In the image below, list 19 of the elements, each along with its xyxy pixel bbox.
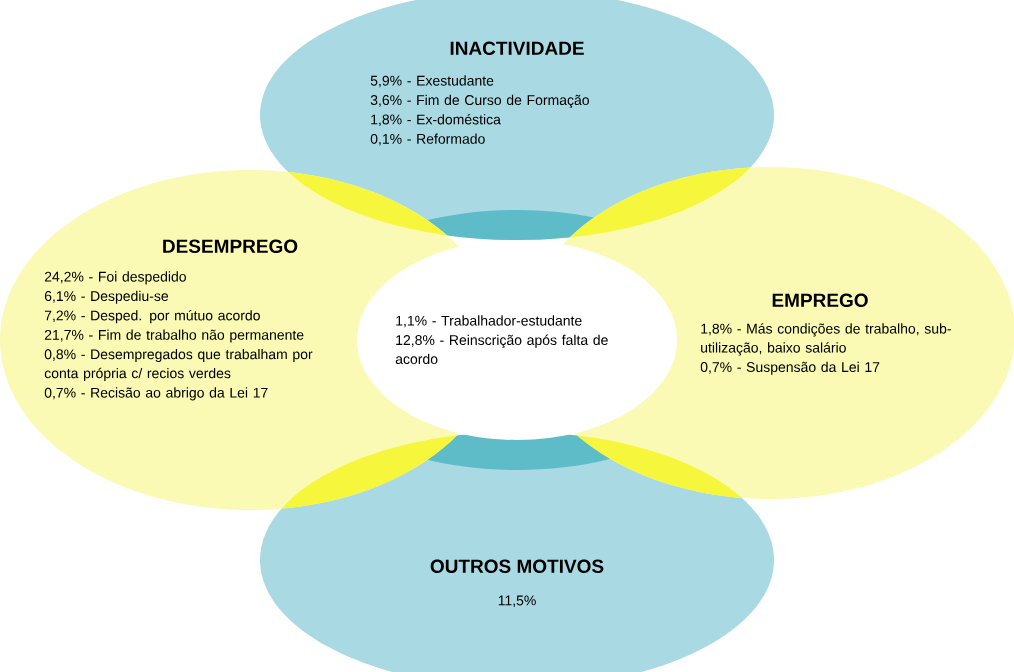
list-item: 6,1% - Despediu-se <box>44 290 169 304</box>
ellipse-heading: EMPREGO <box>772 293 868 307</box>
ellipse-heading: DESEMPREGO <box>163 239 298 253</box>
list-item: 0,1% - Reformado <box>370 133 485 146</box>
list-item: 12,8% - Reinscrição após falta de acordo <box>395 334 608 365</box>
list-item: 7,2% - Desped. por mútuo acordo <box>44 310 260 324</box>
list-item: 0,8% - Desempregados que trabalham por conta própria c/ recios verdes <box>44 348 313 381</box>
list-item: 5,9% - Exestudante <box>370 75 494 88</box>
list-item: 0,7% - Recisão ao abrigo da Lei 17 <box>44 387 268 401</box>
ellipse-heading: INACTIVIDADE <box>450 41 584 55</box>
list-item: 3,6% - Fim de Curso de Formação <box>370 94 589 108</box>
list-item: 24,2% - Foi despedido <box>44 271 186 285</box>
list-item: 0,7% - Suspensão da Lei 17 <box>700 361 880 375</box>
list-item: 1,8% - Más condições de trabalho, sub-utilização, baixo salário <box>701 323 951 356</box>
percentage-text: 11,5% <box>498 595 536 608</box>
list-item: 21,7% - Fim de trabalho não permanente <box>44 329 304 343</box>
list-item: 1,1% - Trabalhador-estudante <box>396 315 582 328</box>
ellipse-heading: OUTROS MOTIVOS <box>430 559 604 573</box>
list-item: 1,8% - Ex-doméstica <box>371 114 501 127</box>
